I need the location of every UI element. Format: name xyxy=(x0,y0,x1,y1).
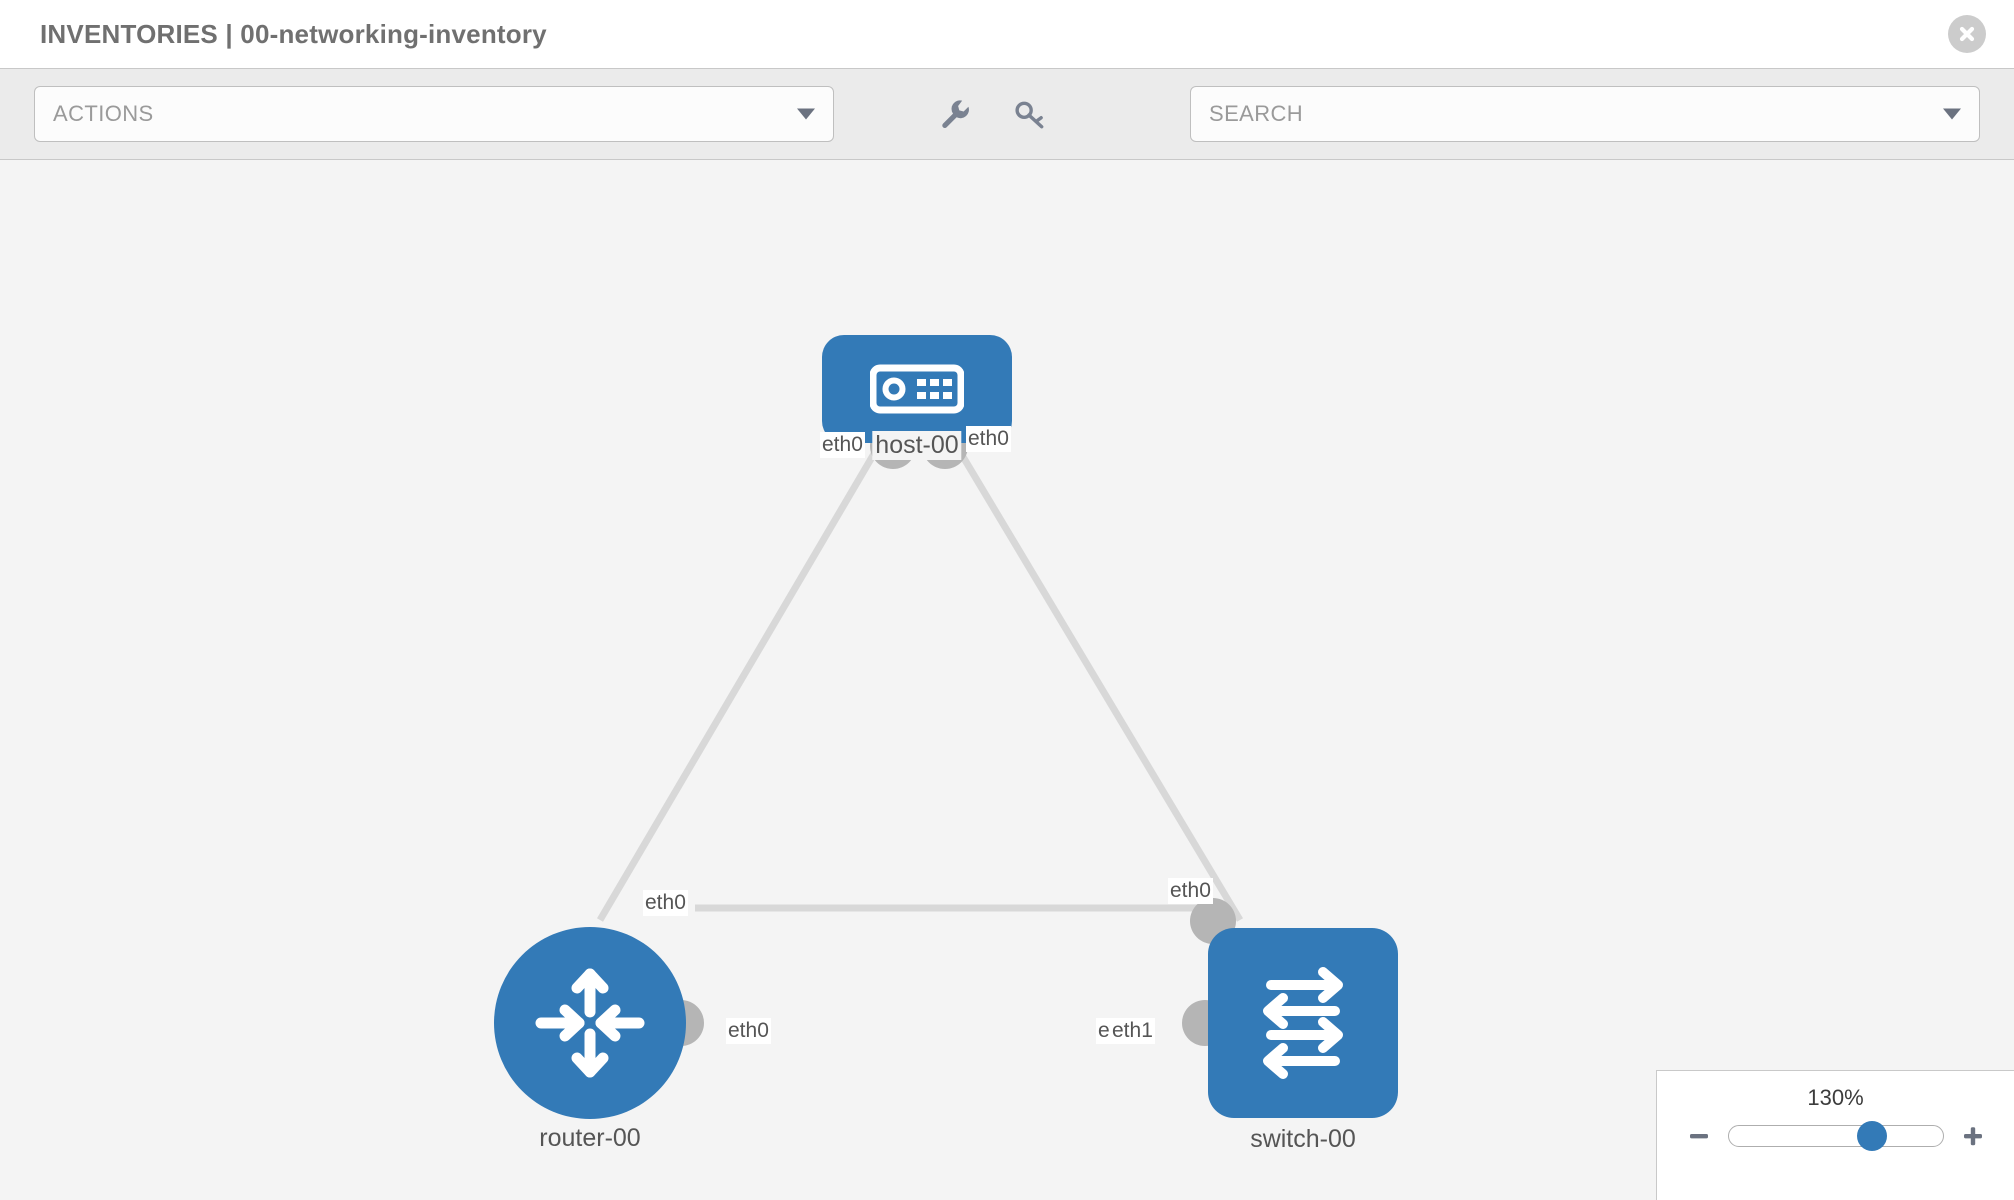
chevron-down-icon xyxy=(797,108,815,120)
edge-label-host-left: eth0 xyxy=(820,432,865,458)
wrench-icon[interactable] xyxy=(936,94,976,134)
node-router-00-shape xyxy=(494,927,686,1119)
actions-dropdown[interactable]: ACTIONS xyxy=(34,86,834,142)
zoom-slider-thumb[interactable] xyxy=(1856,1121,1887,1151)
node-switch-00-label: switch-00 xyxy=(1247,1125,1359,1154)
actions-dropdown-label: ACTIONS xyxy=(53,101,154,126)
wrench-glyph xyxy=(942,100,969,129)
edge-label-switch-upper: eth0 xyxy=(1168,878,1213,904)
close-icon[interactable] xyxy=(1948,15,1986,53)
node-switch-00-shape xyxy=(1208,928,1398,1118)
key-icon[interactable] xyxy=(1010,94,1050,134)
link-host-router xyxy=(596,433,889,922)
node-host-00-label: host-00 xyxy=(872,431,962,460)
edge-label-router-upper: eth0 xyxy=(643,890,688,916)
key-glyph xyxy=(1015,101,1044,129)
edge-label-switch-left: eth1 xyxy=(1110,1018,1155,1044)
zoom-slider-track[interactable] xyxy=(1727,1121,1944,1151)
switch-arrows-icon xyxy=(1263,967,1343,1079)
toolbar-icon-group xyxy=(936,94,1050,134)
plus-icon xyxy=(1963,1127,1982,1146)
zoom-out-button[interactable] xyxy=(1684,1121,1714,1151)
zoom-in-button[interactable] xyxy=(1958,1121,1988,1151)
topology-links-layer xyxy=(596,433,1244,922)
edge-label-host-right: eth0 xyxy=(966,426,1011,452)
close-x-glyph xyxy=(1959,26,1975,42)
node-host-00[interactable]: host-00 xyxy=(822,335,1012,469)
search-placeholder: SEARCH xyxy=(1209,101,1304,126)
server-icon xyxy=(870,364,964,414)
page-title: INVENTORIES | 00-networking-inventory xyxy=(40,18,547,49)
node-switch-00[interactable]: switch-00 xyxy=(1182,898,1398,1154)
topology-graph: host-00 xyxy=(0,160,2014,1200)
edge-label-router-right: eth0 xyxy=(726,1018,771,1044)
page-header: INVENTORIES | 00-networking-inventory xyxy=(0,0,2014,68)
toolbar: ACTIONS SEARCH xyxy=(0,68,2014,160)
link-host-switch xyxy=(946,433,1244,922)
router-arrows-icon xyxy=(535,968,645,1078)
search-input[interactable]: SEARCH xyxy=(1190,86,1980,142)
node-router-00-label: router-00 xyxy=(536,1124,644,1153)
node-host-00-shape xyxy=(822,335,1012,443)
zoom-control-panel: 130% xyxy=(1656,1070,2014,1200)
node-router-00[interactable]: router-00 xyxy=(494,927,704,1153)
topology-canvas[interactable]: host-00 xyxy=(0,160,2014,1200)
zoom-slider-row xyxy=(1657,1121,2014,1151)
zoom-level-label: 130% xyxy=(1807,1085,1864,1110)
minus-icon xyxy=(1689,1134,1708,1139)
chevron-down-icon xyxy=(1943,108,1961,120)
